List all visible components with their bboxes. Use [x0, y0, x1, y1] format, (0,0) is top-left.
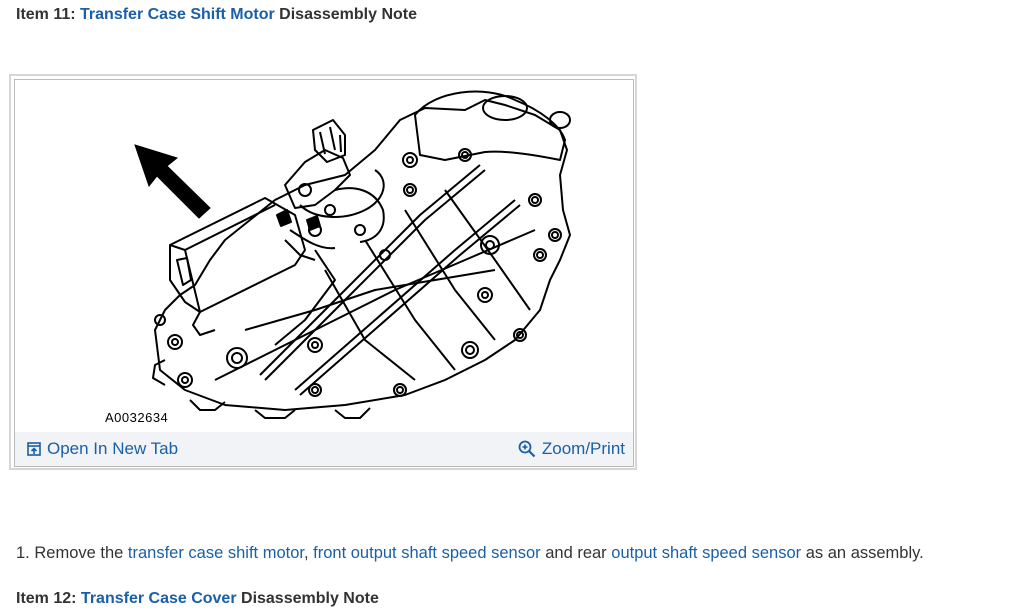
item-heading: Item 11: Transfer Case Shift Motor Disas…	[16, 4, 417, 26]
transfer-case-illustration: A0032634	[105, 90, 571, 425]
zoom-print-button[interactable]: Zoom/Print	[518, 439, 625, 459]
zoom-in-icon	[518, 440, 536, 458]
front-output-shaft-speed-sensor-link[interactable]: front output shaft speed sensor	[313, 544, 541, 562]
figure-container: A0032634 Open In New Tab Zoom/Print	[9, 74, 637, 470]
next-heading-suffix: Disassembly Note	[236, 590, 379, 607]
next-item-heading: Item 12: Transfer Case Cover Disassembly…	[16, 588, 379, 610]
open-in-new-tab-label: Open In New Tab	[47, 439, 179, 458]
step-number: 1.	[16, 544, 35, 562]
open-in-new-tab-icon	[27, 442, 41, 456]
figure-panel: A0032634 Open In New Tab Zoom/Print	[14, 79, 634, 467]
next-heading-prefix: Item 12:	[16, 590, 81, 607]
figure-code: A0032634	[105, 410, 168, 425]
step-text: Remove the	[34, 544, 128, 562]
heading-suffix: Disassembly Note	[274, 6, 418, 23]
callout-arrow	[134, 144, 211, 219]
output-shaft-speed-sensor-link[interactable]: output shaft speed sensor	[611, 544, 802, 562]
zoom-print-label: Zoom/Print	[541, 439, 625, 458]
step-1: 1. Remove the transfer case shift motor,…	[16, 542, 924, 564]
step-text: ,	[303, 544, 314, 562]
heading-prefix: Item 11:	[16, 6, 81, 23]
open-in-new-tab-button[interactable]: Open In New Tab	[27, 439, 178, 459]
figure-toolbar: Open In New Tab Zoom/Print	[15, 432, 633, 466]
step-text: as an assembly.	[801, 544, 924, 562]
transfer-case-shift-motor-step-link[interactable]: transfer case shift motor	[127, 544, 304, 562]
transfer-case-shift-motor-link[interactable]: Transfer Case Shift Motor	[80, 6, 275, 23]
transfer-case-cover-link[interactable]: Transfer Case Cover	[80, 590, 237, 607]
step-text: and rear	[540, 544, 612, 562]
